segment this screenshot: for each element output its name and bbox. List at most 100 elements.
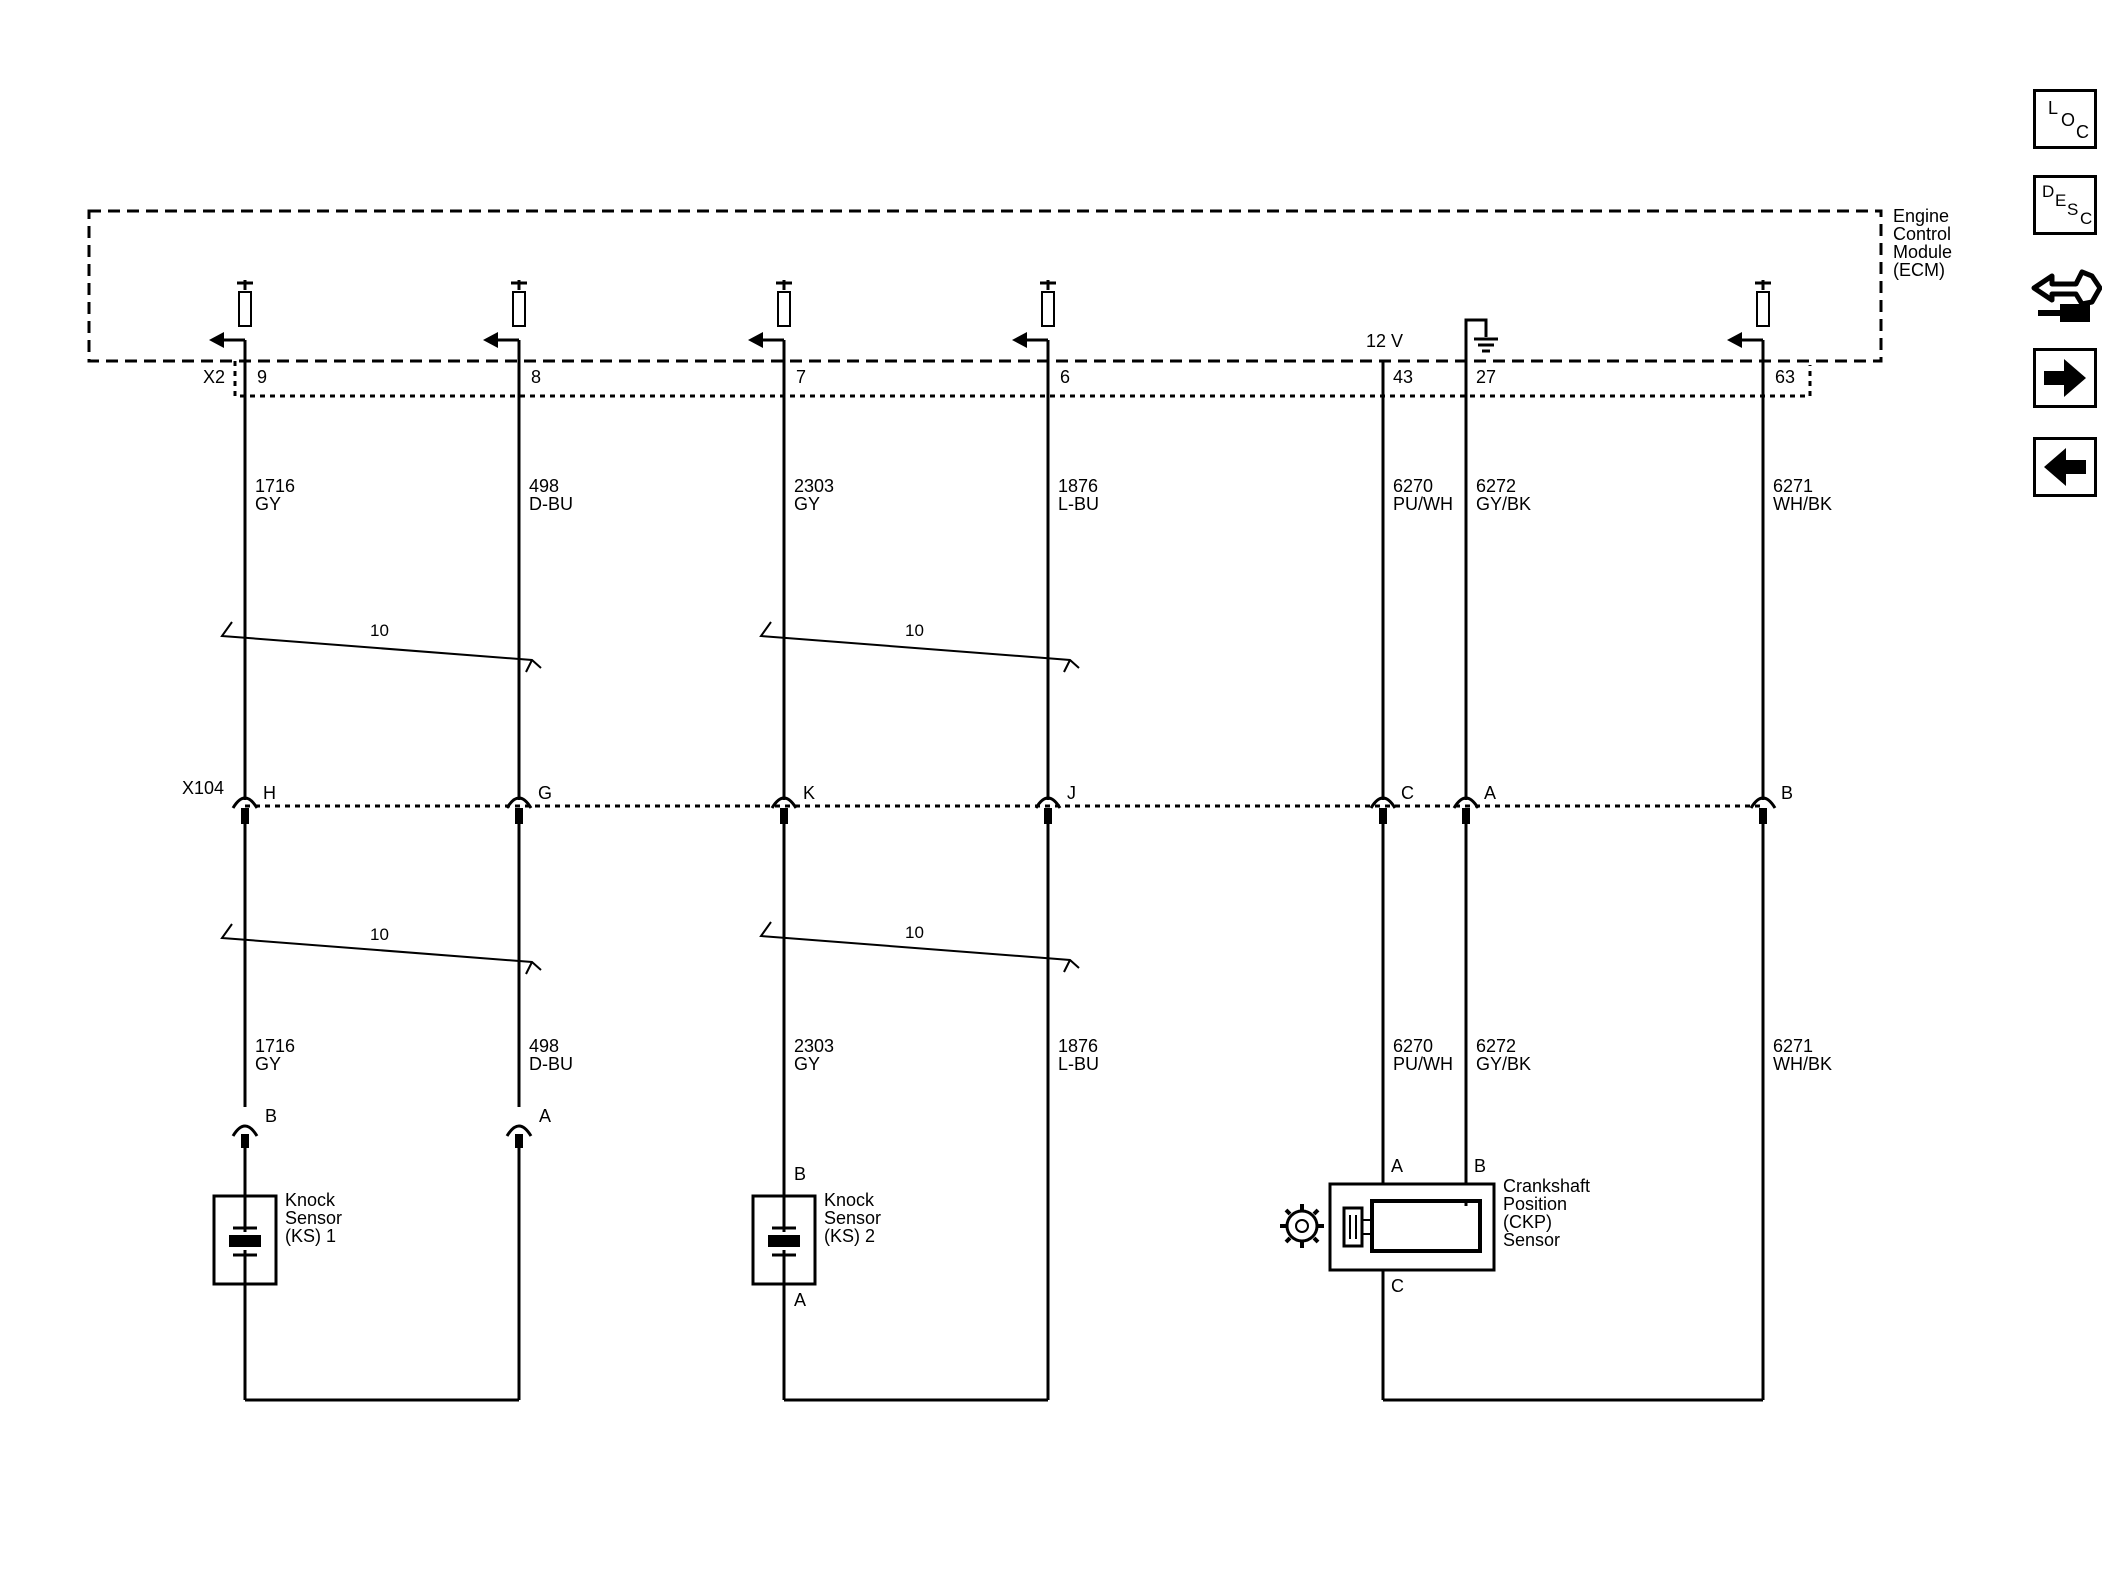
gear-icon <box>1280 1204 1324 1248</box>
wire-num-c3-lower: 2303 <box>794 1036 834 1056</box>
wire-num-c1-upper: 1716 <box>255 476 295 496</box>
ecm-pin-c5: 43 <box>1393 367 1413 387</box>
ecm-input-symbol-c3 <box>748 280 792 348</box>
nav-next-button[interactable] <box>2033 348 2097 408</box>
ecm-pin-c6: 27 <box>1476 367 1496 387</box>
arrow-left-icon <box>2044 448 2086 486</box>
x104-terminal-c7 <box>1749 796 1777 824</box>
ckp-pin-c: C <box>1391 1276 1404 1296</box>
wire-num-c2-upper: 498 <box>529 476 559 496</box>
ks1-pin-a: A <box>539 1106 551 1126</box>
ecm-name-3: Module <box>1893 242 1952 262</box>
wire-color-c1-lower: GY <box>255 1054 281 1074</box>
twist-rate-ks2-upper: 10 <box>905 621 924 640</box>
x104-pin-c3: K <box>803 783 815 803</box>
x104-terminal-c3 <box>770 796 798 824</box>
ecm-boundary <box>87 209 1883 363</box>
wire-color-c5-upper: PU/WH <box>1393 494 1453 514</box>
ks2-label-1: Knock <box>824 1190 875 1210</box>
supply-voltage-label: 12 V <box>1366 331 1403 351</box>
ckp-pin-b: B <box>1474 1156 1486 1176</box>
wire-num-c3-upper: 2303 <box>794 476 834 496</box>
ks1-connector-terminal-b <box>231 1124 259 1148</box>
twist-rate-ks1-lower: 10 <box>370 925 389 944</box>
ckp-label-1: Crankshaft <box>1503 1176 1590 1196</box>
ecm-input-symbol-c4 <box>1012 280 1056 348</box>
twist-rate-ks2-lower: 10 <box>905 923 924 942</box>
knock-sensor-2 <box>751 1190 817 1400</box>
desc-letter-e: E <box>2055 191 2067 210</box>
x104-terminal-c2 <box>505 796 533 824</box>
ks2-pin-a: A <box>794 1290 806 1310</box>
ecm-pin-c7: 63 <box>1775 367 1795 387</box>
wire-color-c2-lower: D-BU <box>529 1054 573 1074</box>
wire-color-c4-lower: L-BU <box>1058 1054 1099 1074</box>
ckp-sensor <box>1328 1182 1496 1400</box>
ckp-pin-a: A <box>1391 1156 1403 1176</box>
nav-previous-button[interactable] <box>2033 437 2097 497</box>
x104-terminal-c6 <box>1452 796 1480 824</box>
ks2-label-3: (KS) 2 <box>824 1226 875 1246</box>
nav-connector-tool-button[interactable] <box>2030 258 2102 330</box>
wire-num-c4-upper: 1876 <box>1058 476 1098 496</box>
wire-num-c6-upper: 6272 <box>1476 476 1516 496</box>
nav-loc-button[interactable]: L O C <box>2033 89 2097 149</box>
twist-rate-ks1-upper: 10 <box>370 621 389 640</box>
loc-letter-o: O <box>2061 110 2076 130</box>
wire-num-c2-lower: 498 <box>529 1036 559 1056</box>
wire-color-c2-upper: D-BU <box>529 494 573 514</box>
ecm-pin-c4: 6 <box>1060 367 1070 387</box>
wire-color-c6-lower: GY/BK <box>1476 1054 1531 1074</box>
x104-terminal-c4 <box>1034 796 1062 824</box>
ecm-name-4: (ECM) <box>1893 260 1945 280</box>
wire-num-c4-lower: 1876 <box>1058 1036 1098 1056</box>
wire-color-c7-upper: WH/BK <box>1773 494 1832 514</box>
wire-color-c1-upper: GY <box>255 494 281 514</box>
x2-connector-label: X2 <box>203 367 225 387</box>
ecm-name-1: Engine <box>1893 206 1949 226</box>
connector-tool-icon <box>2031 269 2102 322</box>
x104-pin-c2: G <box>538 783 552 803</box>
wire-color-c4-upper: L-BU <box>1058 494 1099 514</box>
ecm-pin-c2: 8 <box>531 367 541 387</box>
x104-terminal-c5 <box>1369 796 1397 824</box>
x104-pin-c7: B <box>1781 783 1793 803</box>
desc-letter-s: S <box>2067 200 2079 219</box>
twisted-pair-marker-ks1-upper <box>220 621 542 673</box>
ckp-label-3: (CKP) <box>1503 1212 1552 1232</box>
loc-letter-c: C <box>2076 122 2089 142</box>
desc-letter-c: C <box>2080 209 2093 228</box>
ks1-label-1: Knock <box>285 1190 336 1210</box>
wire-color-c7-lower: WH/BK <box>1773 1054 1832 1074</box>
ecm-pin-c1: 9 <box>257 367 267 387</box>
ks1-label-3: (KS) 1 <box>285 1226 336 1246</box>
wire-num-c6-lower: 6272 <box>1476 1036 1516 1056</box>
x2-connector-boundary <box>233 361 1812 398</box>
arrow-right-icon <box>2044 359 2086 397</box>
knock-sensor-1 <box>212 1194 278 1286</box>
ecm-input-symbol-c1 <box>209 280 253 348</box>
wire-color-c3-upper: GY <box>794 494 820 514</box>
wire-num-c1-lower: 1716 <box>255 1036 295 1056</box>
x104-connector-label: X104 <box>182 778 224 798</box>
wire-num-c7-upper: 6271 <box>1773 476 1813 496</box>
ckp-label-4: Sensor <box>1503 1230 1560 1250</box>
ks1-label-2: Sensor <box>285 1208 342 1228</box>
ks1-pin-b: B <box>265 1106 277 1126</box>
ecm-pin-c3: 7 <box>796 367 806 387</box>
ecm-input-symbol-c7 <box>1727 280 1771 348</box>
wire-num-c7-lower: 6271 <box>1773 1036 1813 1056</box>
x104-pin-c5: C <box>1401 783 1414 803</box>
ks1-connector-terminal-a <box>505 1124 533 1148</box>
x104-pin-c6: A <box>1484 783 1496 803</box>
wire-color-c6-upper: GY/BK <box>1476 494 1531 514</box>
nav-desc-button[interactable]: D E S C <box>2033 175 2097 235</box>
ground-icon <box>1464 318 1498 361</box>
wire-color-c3-lower: GY <box>794 1054 820 1074</box>
ecm-name-2: Control <box>1893 224 1951 244</box>
twisted-pair-marker-ks2-upper <box>759 621 1080 673</box>
twisted-pair-marker-ks1-lower <box>220 923 542 975</box>
wire-num-c5-upper: 6270 <box>1393 476 1433 496</box>
ckp-label-2: Position <box>1503 1194 1567 1214</box>
